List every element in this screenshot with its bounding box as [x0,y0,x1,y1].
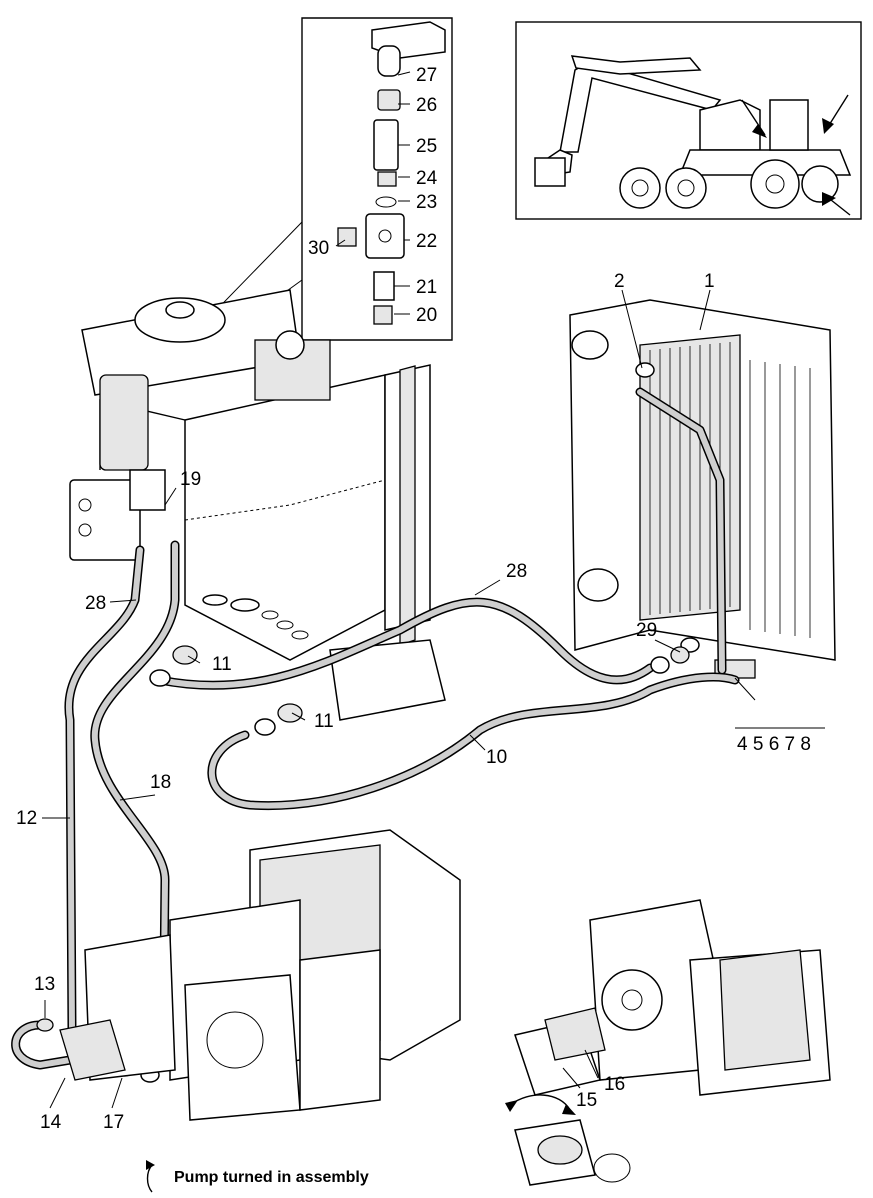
callout-26: 26 [416,95,437,116]
callout-16: 16 [604,1074,625,1095]
callout-21: 21 [416,277,437,298]
pump-transmission-assembly [59,829,461,1121]
leader-lines [42,71,825,1193]
callout-17: 17 [103,1112,124,1133]
callout-15: 15 [576,1090,597,1111]
callout-12: 12 [16,808,37,829]
callout-28-right: 28 [506,561,527,582]
callout-13: 13 [34,974,55,995]
callout-18: 18 [150,772,171,793]
callout-14: 14 [40,1112,62,1133]
callout-30: 30 [308,238,329,259]
callout-11-upper: 11 [212,654,232,675]
callout-4-5-6-7-8: 4 5 6 7 8 [737,734,811,755]
callout-22: 22 [416,231,437,252]
machine-overview-inset [515,21,862,220]
callout-labels: 27 26 25 24 23 22 30 21 20 2 1 19 28 28 … [16,65,811,1186]
callout-10: 10 [486,747,507,768]
callout-1: 1 [704,271,715,292]
callout-24: 24 [416,168,438,189]
pump-turned-caption: Pump turned in assembly [174,1169,369,1186]
oil-cooler-radiator [569,299,836,679]
hydraulic-tank [81,289,446,721]
callout-29: 29 [636,620,657,641]
callout-2: 2 [614,271,625,292]
callout-20: 20 [416,305,437,326]
gear-pump-detail [505,1094,631,1186]
callout-23: 23 [416,192,437,213]
hoses [11,387,740,1070]
callout-19: 19 [180,469,201,490]
callout-28-left: 28 [85,593,106,614]
callout-25: 25 [416,136,437,157]
callout-11-lower: 11 [314,711,334,732]
callout-27: 27 [416,65,437,86]
valve-block [69,374,166,561]
pump-assembly-alternate [514,899,831,1096]
